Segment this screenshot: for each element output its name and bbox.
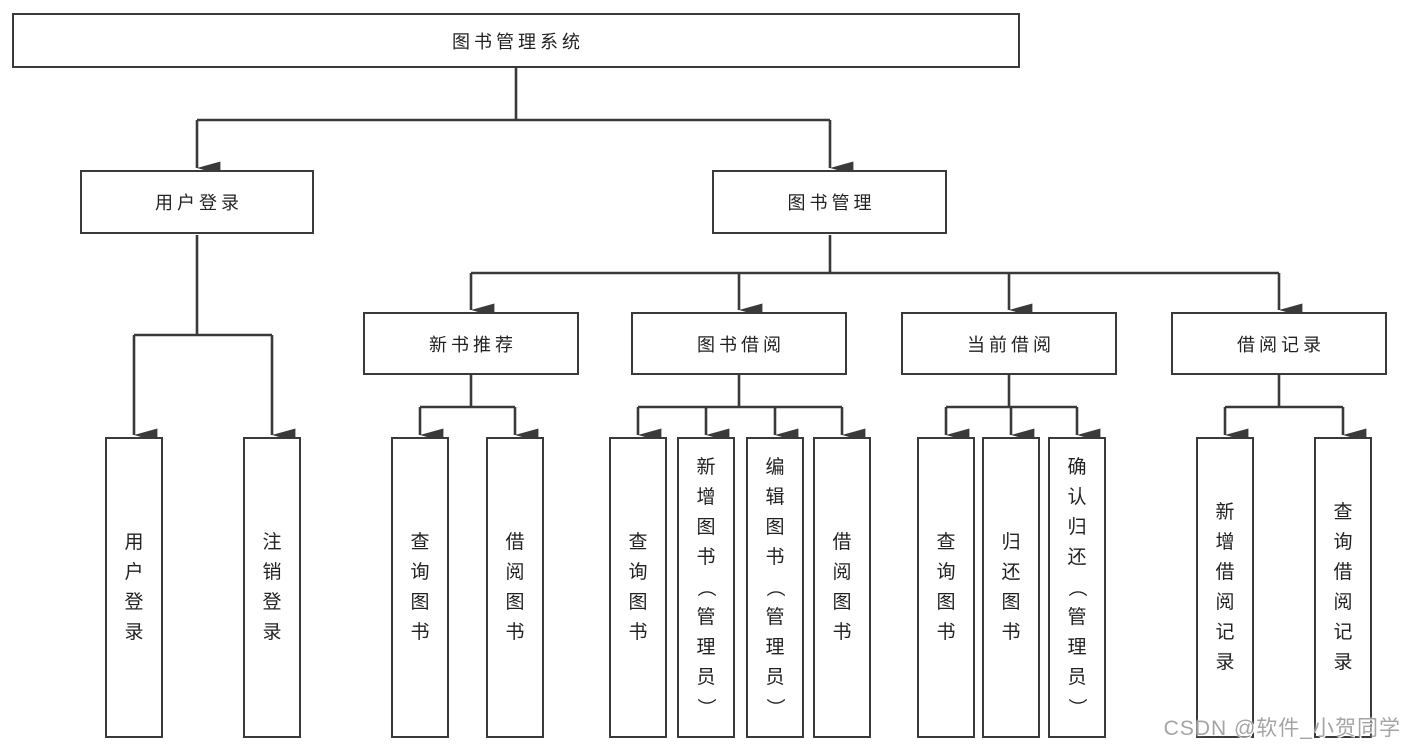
- csdn-watermark: CSDN @软件_小贺同学: [1163, 717, 1401, 740]
- leaf-query-books-current: 查询图书: [917, 437, 975, 738]
- leaf-query-books-borrow: 查询图书: [609, 437, 667, 738]
- leaf-label: 查询图书: [628, 532, 648, 643]
- node-library-management-system: 图书管理系统: [12, 13, 1020, 68]
- leaf-label: 借阅图书: [505, 532, 525, 643]
- leaf-label: 查询图书: [936, 532, 956, 643]
- leaf-label: 确认归还（管理员）: [1066, 457, 1088, 718]
- leaf-add-book-admin: 新增图书（管理员）: [677, 437, 735, 738]
- leaf-label: 查询借阅记录: [1333, 502, 1353, 673]
- leaf-return-books: 归还图书: [982, 437, 1040, 738]
- node-label: 图书管理系统: [452, 31, 584, 52]
- leaf-user-login: 用户登录: [105, 437, 163, 738]
- leaf-label: 归还图书: [1001, 532, 1021, 643]
- node-label: 图书管理: [787, 193, 876, 213]
- node-label: 图书借阅: [697, 334, 785, 355]
- leaf-label: 编辑图书（管理员）: [764, 457, 786, 718]
- leaf-borrow-books: 借阅图书: [813, 437, 871, 738]
- leaf-confirm-return-admin: 确认归还（管理员）: [1048, 437, 1106, 738]
- leaf-logout: 注销登录: [243, 437, 301, 738]
- leaf-edit-book-admin: 编辑图书（管理员）: [746, 437, 804, 738]
- leaf-label: 查询图书: [410, 532, 430, 643]
- leaf-label: 新增图书（管理员）: [695, 457, 717, 718]
- leaf-label: 注销登录: [262, 532, 282, 643]
- node-current-borrowing: 当前借阅: [901, 312, 1117, 375]
- node-book-management-group: 图书管理: [712, 170, 947, 234]
- leaf-label: 借阅图书: [832, 532, 852, 643]
- leaf-add-borrow-record: 新增借阅记录: [1196, 437, 1254, 738]
- leaf-borrow-books-rec: 借阅图书: [486, 437, 544, 738]
- node-borrowing-records: 借阅记录: [1171, 312, 1387, 375]
- node-label: 新书推荐: [429, 334, 517, 355]
- leaf-query-books-rec: 查询图书: [391, 437, 449, 738]
- node-user-login-group: 用户登录: [80, 170, 314, 234]
- node-label: 借阅记录: [1237, 334, 1325, 355]
- leaf-label: 用户登录: [124, 532, 144, 643]
- node-book-borrowing: 图书借阅: [631, 312, 847, 375]
- node-new-book-recommendation: 新书推荐: [363, 312, 579, 375]
- leaf-query-borrow-record: 查询借阅记录: [1314, 437, 1372, 738]
- node-label: 当前借阅: [967, 334, 1055, 355]
- node-label: 用户登录: [155, 193, 243, 213]
- leaf-label: 新增借阅记录: [1215, 502, 1235, 673]
